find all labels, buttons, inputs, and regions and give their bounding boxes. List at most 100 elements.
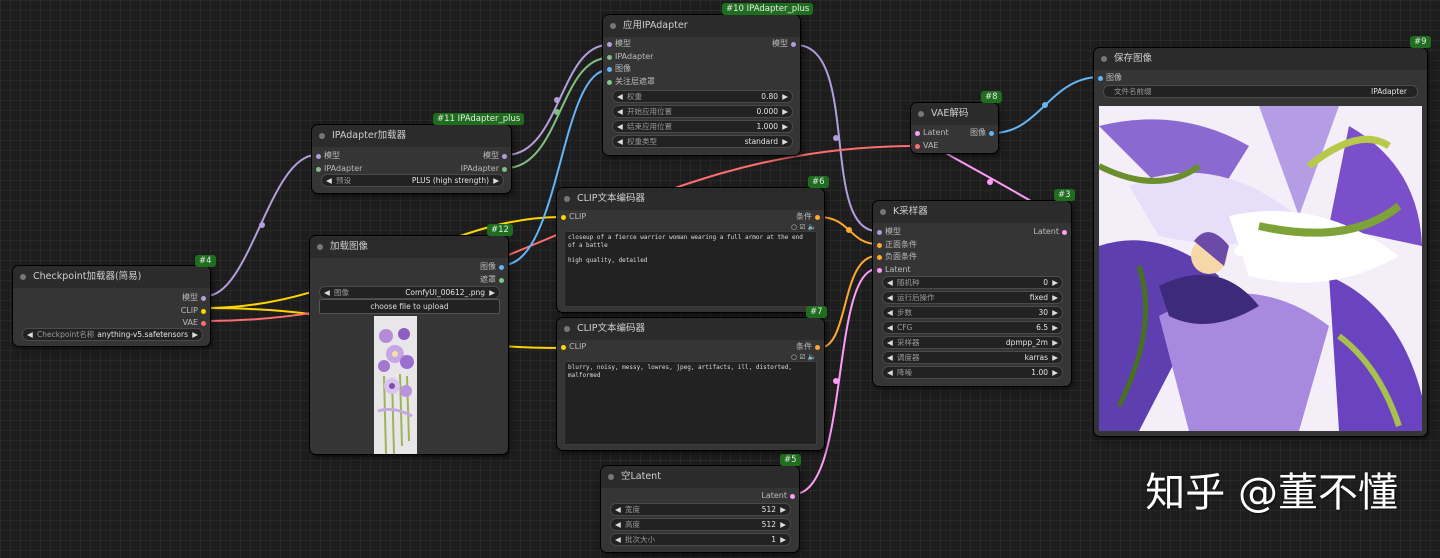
slot-row-clip[interactable]: CLIP 条件	[557, 211, 824, 224]
checkpoint-loader-node[interactable]: Checkpoint加载器(简易) 模型 CLIP VAE ◀Checkpoin…	[13, 266, 210, 346]
node-title[interactable]: 加载图像	[310, 236, 508, 258]
input-slot-image[interactable]: 图像	[603, 63, 800, 76]
arrow-left-icon: ◀	[887, 323, 893, 332]
node-title[interactable]: 空Latent	[601, 466, 799, 488]
arrow-left-icon: ◀	[887, 308, 893, 317]
arrow-left-icon: ◀	[326, 176, 332, 185]
output-slot-model[interactable]: 模型	[13, 292, 210, 305]
node-id-badge: #10 IPAdapter_plus	[722, 3, 814, 15]
input-slot-image[interactable]: 图像	[1094, 72, 1427, 85]
upload-button[interactable]: choose file to upload	[319, 299, 500, 314]
link-image	[502, 69, 609, 266]
clip-text-encode-positive-node[interactable]: CLIP文本编码器 CLIP 条件 ○ ☑ 🔈 closeup of a fie…	[557, 188, 824, 312]
collapse-dot-icon[interactable]	[20, 274, 26, 280]
arrow-left-icon: ◀	[617, 107, 623, 116]
arrow-left-icon: ◀	[27, 330, 33, 339]
arrow-left-icon: ◀	[324, 288, 330, 297]
output-slot-latent[interactable]: Latent	[601, 490, 799, 503]
arrow-left-icon: ◀	[617, 137, 623, 146]
textarea-tools-icon[interactable]: ○ ☑ 🔈	[791, 353, 817, 361]
filename-prefix-field[interactable]: 文件名前缀 IPAdapter	[1103, 85, 1418, 98]
slot-row-ipadapter[interactable]: IPAdapter IPAdapter	[312, 163, 511, 176]
input-slot-vae[interactable]: VAE	[911, 140, 998, 153]
arrow-right-icon: ▶	[192, 330, 198, 339]
slot-row-model[interactable]: 模型 Latent	[873, 226, 1071, 239]
ipadapter-loader-node[interactable]: IPAdapter加载器 模型 模型 IPAdapter IPAdapter ◀…	[312, 125, 511, 193]
slot-row-model[interactable]: 模型 模型	[603, 38, 800, 51]
arrow-right-icon: ▶	[1052, 353, 1058, 362]
output-slot-vae[interactable]: VAE	[13, 317, 210, 330]
input-slot-positive[interactable]: 正面条件	[873, 239, 1071, 252]
arrow-right-icon: ▶	[780, 535, 786, 544]
output-image-preview	[1099, 106, 1422, 431]
input-slot-negative[interactable]: 负面条件	[873, 251, 1071, 264]
arrow-right-icon: ▶	[1052, 308, 1058, 317]
arrow-left-icon: ◀	[615, 535, 621, 544]
collapse-dot-icon[interactable]	[564, 196, 570, 202]
vae-decode-node[interactable]: VAE解码 Latent 图像 VAE	[911, 103, 998, 153]
node-title[interactable]: VAE解码	[911, 103, 998, 125]
arrow-right-icon: ▶	[1052, 293, 1058, 302]
output-slot-image[interactable]: 图像	[310, 261, 508, 274]
collapse-dot-icon[interactable]	[317, 244, 323, 250]
node-id-badge: #4	[195, 255, 216, 267]
output-slot-mask[interactable]: 遮罩	[310, 274, 508, 287]
node-id-badge: #5	[780, 454, 801, 466]
slot-row-clip[interactable]: CLIP 条件	[557, 341, 824, 354]
clip-text-encode-negative-node[interactable]: CLIP文本编码器 CLIP 条件 ○ ☑ 🔈 blurry, noisy, m…	[557, 318, 824, 450]
collapse-dot-icon[interactable]	[610, 23, 616, 29]
collapse-dot-icon[interactable]	[1101, 56, 1107, 62]
node-title[interactable]: 保存图像	[1094, 48, 1427, 70]
node-title[interactable]: Checkpoint加载器(简易)	[13, 266, 210, 288]
node-title[interactable]: CLIP文本编码器	[557, 318, 824, 340]
slot-row-model[interactable]: 模型 模型	[312, 150, 511, 163]
input-slot-attn-mask[interactable]: 关注层遮罩	[603, 76, 800, 89]
node-title[interactable]: 应用IPAdapter	[603, 15, 800, 37]
prompt-textarea[interactable]: closeup of a fierce warrior woman wearin…	[564, 231, 817, 307]
input-slot-latent[interactable]: Latent	[873, 264, 1071, 277]
arrow-right-icon: ▶	[1052, 278, 1058, 287]
save-image-node[interactable]: 保存图像 图像 文件名前缀 IPAdapter	[1094, 48, 1427, 436]
arrow-right-icon: ▶	[1052, 323, 1058, 332]
prompt-textarea[interactable]: blurry, noisy, messy, lowres, jpeg, arti…	[564, 361, 817, 445]
node-title[interactable]: K采样器	[873, 201, 1071, 223]
apply-ipadapter-node[interactable]: 应用IPAdapter 模型 模型 IPAdapter 图像 关注层遮罩 ◀权重…	[603, 15, 800, 155]
collapse-dot-icon[interactable]	[608, 474, 614, 480]
collapse-dot-icon[interactable]	[918, 111, 924, 117]
node-id-badge: #6	[808, 176, 829, 188]
arrow-right-icon: ▶	[489, 288, 495, 297]
link-conditioning	[818, 255, 878, 349]
input-slot-ipadapter[interactable]: IPAdapter	[603, 51, 800, 64]
slot-row-latent[interactable]: Latent 图像	[911, 127, 998, 140]
node-title[interactable]: IPAdapter加载器	[312, 125, 511, 147]
node-id-badge: #9	[1410, 36, 1431, 48]
collapse-dot-icon[interactable]	[880, 209, 886, 215]
collapse-dot-icon[interactable]	[564, 326, 570, 332]
node-title[interactable]: CLIP文本编码器	[557, 188, 824, 210]
output-slot-clip[interactable]: CLIP	[13, 305, 210, 318]
collapse-dot-icon[interactable]	[319, 133, 325, 139]
arrow-left-icon: ◀	[887, 338, 893, 347]
textarea-tools-icon[interactable]: ○ ☑ 🔈	[791, 223, 817, 231]
arrow-right-icon: ▶	[780, 505, 786, 514]
